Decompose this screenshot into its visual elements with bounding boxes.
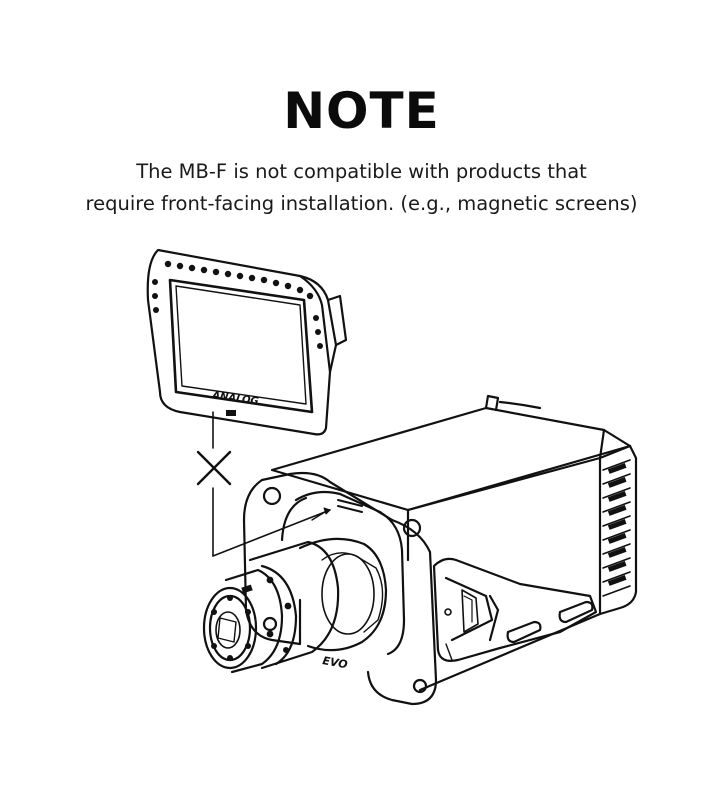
dashboard-brand-logo: ANALOG (211, 390, 260, 408)
incompatible-connector (212, 411, 331, 557)
note-title: NOTE (283, 82, 440, 140)
note-text-line-1: The MB-F is not compatible with products… (136, 160, 587, 183)
wheelbase-evo-logo: EVO (321, 654, 348, 671)
wheelbase-shaft (202, 537, 388, 674)
wheelbase-body: EVO (242, 394, 638, 706)
cross-icon (196, 450, 232, 486)
note-text-line-2: require front-facing installation. (e.g.… (85, 192, 638, 215)
dashboard-display: ANALOG (146, 248, 348, 436)
